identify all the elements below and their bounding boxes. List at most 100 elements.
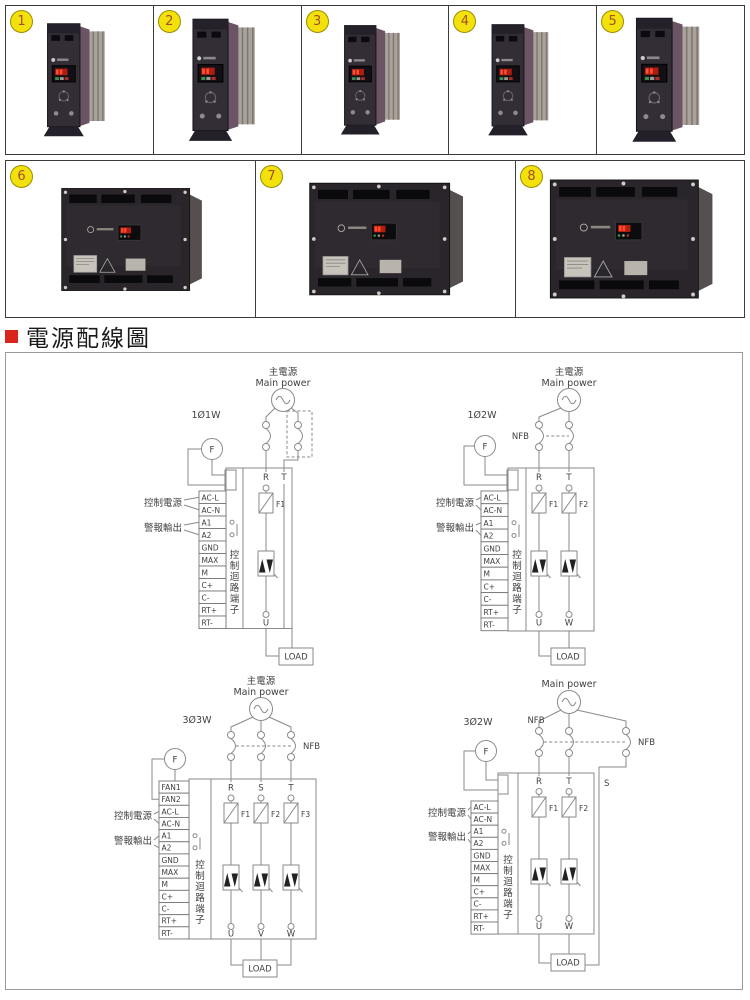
terminal-cell: [470, 921, 499, 935]
breaker-arc: [260, 738, 266, 754]
fuse: F2: [561, 492, 588, 514]
wiring-diagram-3phase-2wire: Main power 3Ø2W NFB NFB S F: [428, 679, 655, 972]
svg-text:Main power: Main power: [541, 378, 596, 389]
scr-triangle-down: [266, 559, 273, 573]
product-number-badge: 7: [260, 165, 283, 188]
svg-text:控制電源: 控制電源: [114, 810, 153, 822]
breaker-arc: [625, 734, 631, 750]
terminal-label: A1: [162, 832, 172, 841]
product-number-badge: 6: [10, 165, 33, 188]
terminal-label: A1: [202, 518, 212, 527]
terminal-label: M: [202, 568, 208, 577]
fuse-stripe: [531, 492, 547, 514]
control-power-label-group: 控制電源: [114, 810, 160, 824]
fuse: F1: [223, 802, 250, 824]
phase-label: 1Ø1W: [192, 410, 222, 421]
circuit-terminal-label-char: 子: [503, 910, 513, 921]
load: LOAD: [538, 631, 586, 666]
svg-text:F: F: [173, 756, 178, 766]
breaker-contact: [294, 443, 302, 451]
breaker-pole: [535, 727, 544, 757]
svg-text:V: V: [258, 930, 264, 940]
svg-text:U: U: [263, 619, 269, 629]
load: LOAD: [538, 934, 586, 972]
breaker-contact: [287, 753, 295, 761]
scr-triangle-up: [224, 873, 231, 887]
circuit-terminal-label-char: 控: [512, 549, 522, 561]
fan-connector: [497, 774, 509, 795]
svg-text:W: W: [565, 922, 574, 932]
breaker-contact: [535, 727, 543, 735]
product-number-badge: 1: [10, 10, 33, 33]
terminal-label: M: [162, 880, 168, 889]
product-photo-2: [178, 13, 276, 147]
scr-gate: [238, 887, 243, 893]
fuse: F2: [561, 796, 588, 818]
ac-tilde-icon: [275, 395, 291, 405]
scr-gate: [576, 881, 581, 887]
circuit-terminal-label-char: 端: [503, 898, 513, 910]
fuse-label: F3: [301, 810, 310, 819]
svg-text:警報輸出: 警報輸出: [428, 831, 466, 843]
load-box: [278, 647, 314, 666]
svg-text:LOAD: LOAD: [556, 653, 580, 663]
scr-triangle-up: [532, 867, 539, 881]
circuit-terminal-label-char: 制: [512, 560, 522, 572]
product-number-badge: 3: [305, 10, 329, 33]
scr-pair-icon: [252, 864, 273, 893]
svg-text:LOAD: LOAD: [284, 653, 308, 663]
breaker-contact: [622, 727, 630, 735]
product-box-8: 8: [515, 160, 745, 318]
terminal-label: A2: [162, 844, 172, 853]
terminal-label: GND: [202, 543, 219, 552]
control-power-label-group: 控制電源: [436, 496, 482, 511]
section-bullet-icon: [5, 329, 18, 343]
load-box: [550, 647, 586, 666]
terminal-label: C+: [162, 892, 174, 901]
scr-gate: [273, 573, 278, 579]
fuse-stripe: [561, 492, 577, 514]
scr-pair-icon: [530, 858, 551, 887]
svg-text:T: T: [287, 784, 294, 794]
circuit-terminal-label-char: 迴: [230, 572, 240, 583]
fuse-stripe: [223, 802, 239, 824]
terminal-label: A1: [474, 827, 484, 836]
terminal-label: RT+: [162, 917, 178, 926]
svg-text:控制電源: 控制電源: [436, 497, 475, 509]
breaker-arc: [290, 738, 296, 754]
product-box-6: 6: [5, 160, 256, 318]
product-photo-6: [51, 182, 211, 297]
svg-text:LOAD: LOAD: [556, 959, 580, 969]
scr-triangle-down: [539, 559, 546, 573]
fuse: F2: [253, 802, 280, 824]
breaker-arc: [265, 428, 271, 444]
svg-text:主電源: 主電源: [247, 675, 276, 687]
breaker-contact: [262, 443, 270, 451]
breaker-contact: [262, 421, 270, 429]
product-photo-5: [620, 12, 722, 148]
circuit-terminal-label-char: 制: [230, 560, 240, 572]
scr-gate: [546, 573, 551, 579]
nfb-label: NFB: [303, 742, 320, 752]
fuse-label: F2: [271, 810, 280, 819]
main-power-source: 主電源 Main power: [541, 366, 597, 412]
phase-label: 3Ø2W: [464, 717, 494, 728]
circuit-terminal-label-char: 控: [195, 859, 205, 871]
load: LOAD: [230, 939, 292, 978]
terminal-label: C+: [484, 582, 496, 591]
scr-gate: [298, 887, 303, 893]
ac-tilde-icon: [253, 704, 269, 714]
alarm-contact-icon: [501, 828, 510, 846]
breaker-arc: [568, 734, 574, 750]
scr-triangle-up: [284, 873, 291, 887]
product-photo-row-1: 1 2 3 4 5: [5, 5, 745, 155]
svg-text:警報輸出: 警報輸出: [144, 522, 182, 534]
scr-pair-icon: [560, 550, 581, 579]
scr-pair-icon: [222, 864, 243, 893]
breaker-contact: [287, 731, 295, 739]
